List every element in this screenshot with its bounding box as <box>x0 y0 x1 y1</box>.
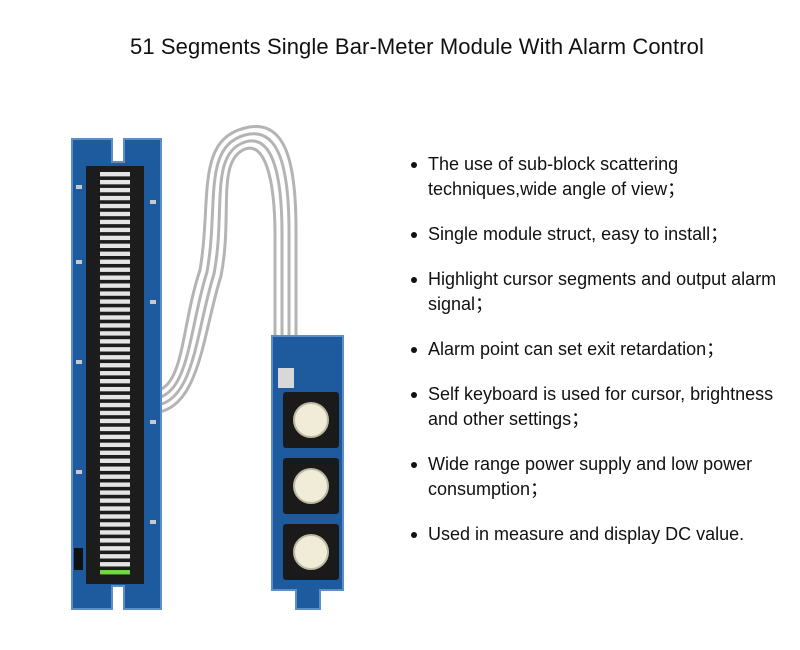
segment <box>100 434 130 440</box>
segment <box>100 307 130 312</box>
segment <box>100 347 130 352</box>
segment <box>100 203 130 209</box>
segment <box>100 187 130 193</box>
segment <box>100 211 130 217</box>
segment <box>100 450 130 456</box>
components <box>76 185 156 524</box>
ribbon-cable <box>148 125 298 415</box>
feature-item: Single module struct, easy to install； <box>410 222 790 247</box>
segment <box>100 291 130 296</box>
connector-header <box>74 548 83 570</box>
button-cap[interactable] <box>293 534 329 570</box>
segment <box>100 394 130 400</box>
feature-item: Used in measure and display DC value. <box>410 522 790 547</box>
segment <box>100 378 130 384</box>
bar-meter-pcb <box>71 138 162 610</box>
segment <box>100 490 130 495</box>
product-illustration <box>71 125 344 610</box>
segment <box>100 386 130 392</box>
segment <box>100 482 130 487</box>
segment <box>100 514 130 519</box>
segment <box>100 267 130 272</box>
segment <box>100 227 130 233</box>
segment <box>100 243 130 249</box>
segment <box>100 418 130 424</box>
segment <box>100 530 130 535</box>
segment <box>100 538 130 543</box>
segment <box>100 339 130 344</box>
feature-list: The use of sub-block scattering techniqu… <box>410 152 790 567</box>
lit-segment <box>100 570 130 575</box>
segment <box>100 179 130 185</box>
segment <box>100 554 130 559</box>
feature-item: Highlight cursor segments and output ala… <box>410 267 790 317</box>
segment <box>100 323 130 328</box>
feature-item: Alarm point can set exit retardation； <box>410 337 790 362</box>
segment <box>100 546 130 551</box>
segment <box>100 562 130 567</box>
segment <box>100 251 130 256</box>
segment <box>100 299 130 304</box>
segment <box>100 410 130 416</box>
segment <box>100 195 130 201</box>
page-title: 51 Segments Single Bar-Meter Module With… <box>130 34 704 59</box>
feature-item: The use of sub-block scattering techniqu… <box>410 152 790 202</box>
feature-item: Wide range power supply and low power co… <box>410 452 790 502</box>
segment <box>100 283 130 288</box>
segment <box>100 474 130 479</box>
segment <box>100 235 130 241</box>
button-cap[interactable] <box>293 402 329 438</box>
feature-item: Self keyboard is used for cursor, bright… <box>410 382 790 432</box>
segment <box>100 331 130 336</box>
segment-column <box>100 172 130 575</box>
segment <box>100 371 130 376</box>
segment <box>100 506 130 511</box>
keypad-pcb <box>271 335 344 610</box>
segment <box>100 442 130 448</box>
segment <box>100 498 130 503</box>
segment <box>100 458 130 463</box>
segment <box>100 522 130 527</box>
segment <box>100 219 130 225</box>
segment <box>100 402 130 408</box>
segment <box>100 426 130 432</box>
segment <box>100 355 130 360</box>
segment <box>100 315 130 320</box>
segment <box>100 466 130 471</box>
segment <box>100 275 130 280</box>
segment <box>100 259 130 264</box>
segment <box>100 172 130 177</box>
cable-connector <box>278 368 294 388</box>
segment <box>100 363 130 368</box>
key-column <box>283 392 339 580</box>
button-cap[interactable] <box>293 468 329 504</box>
